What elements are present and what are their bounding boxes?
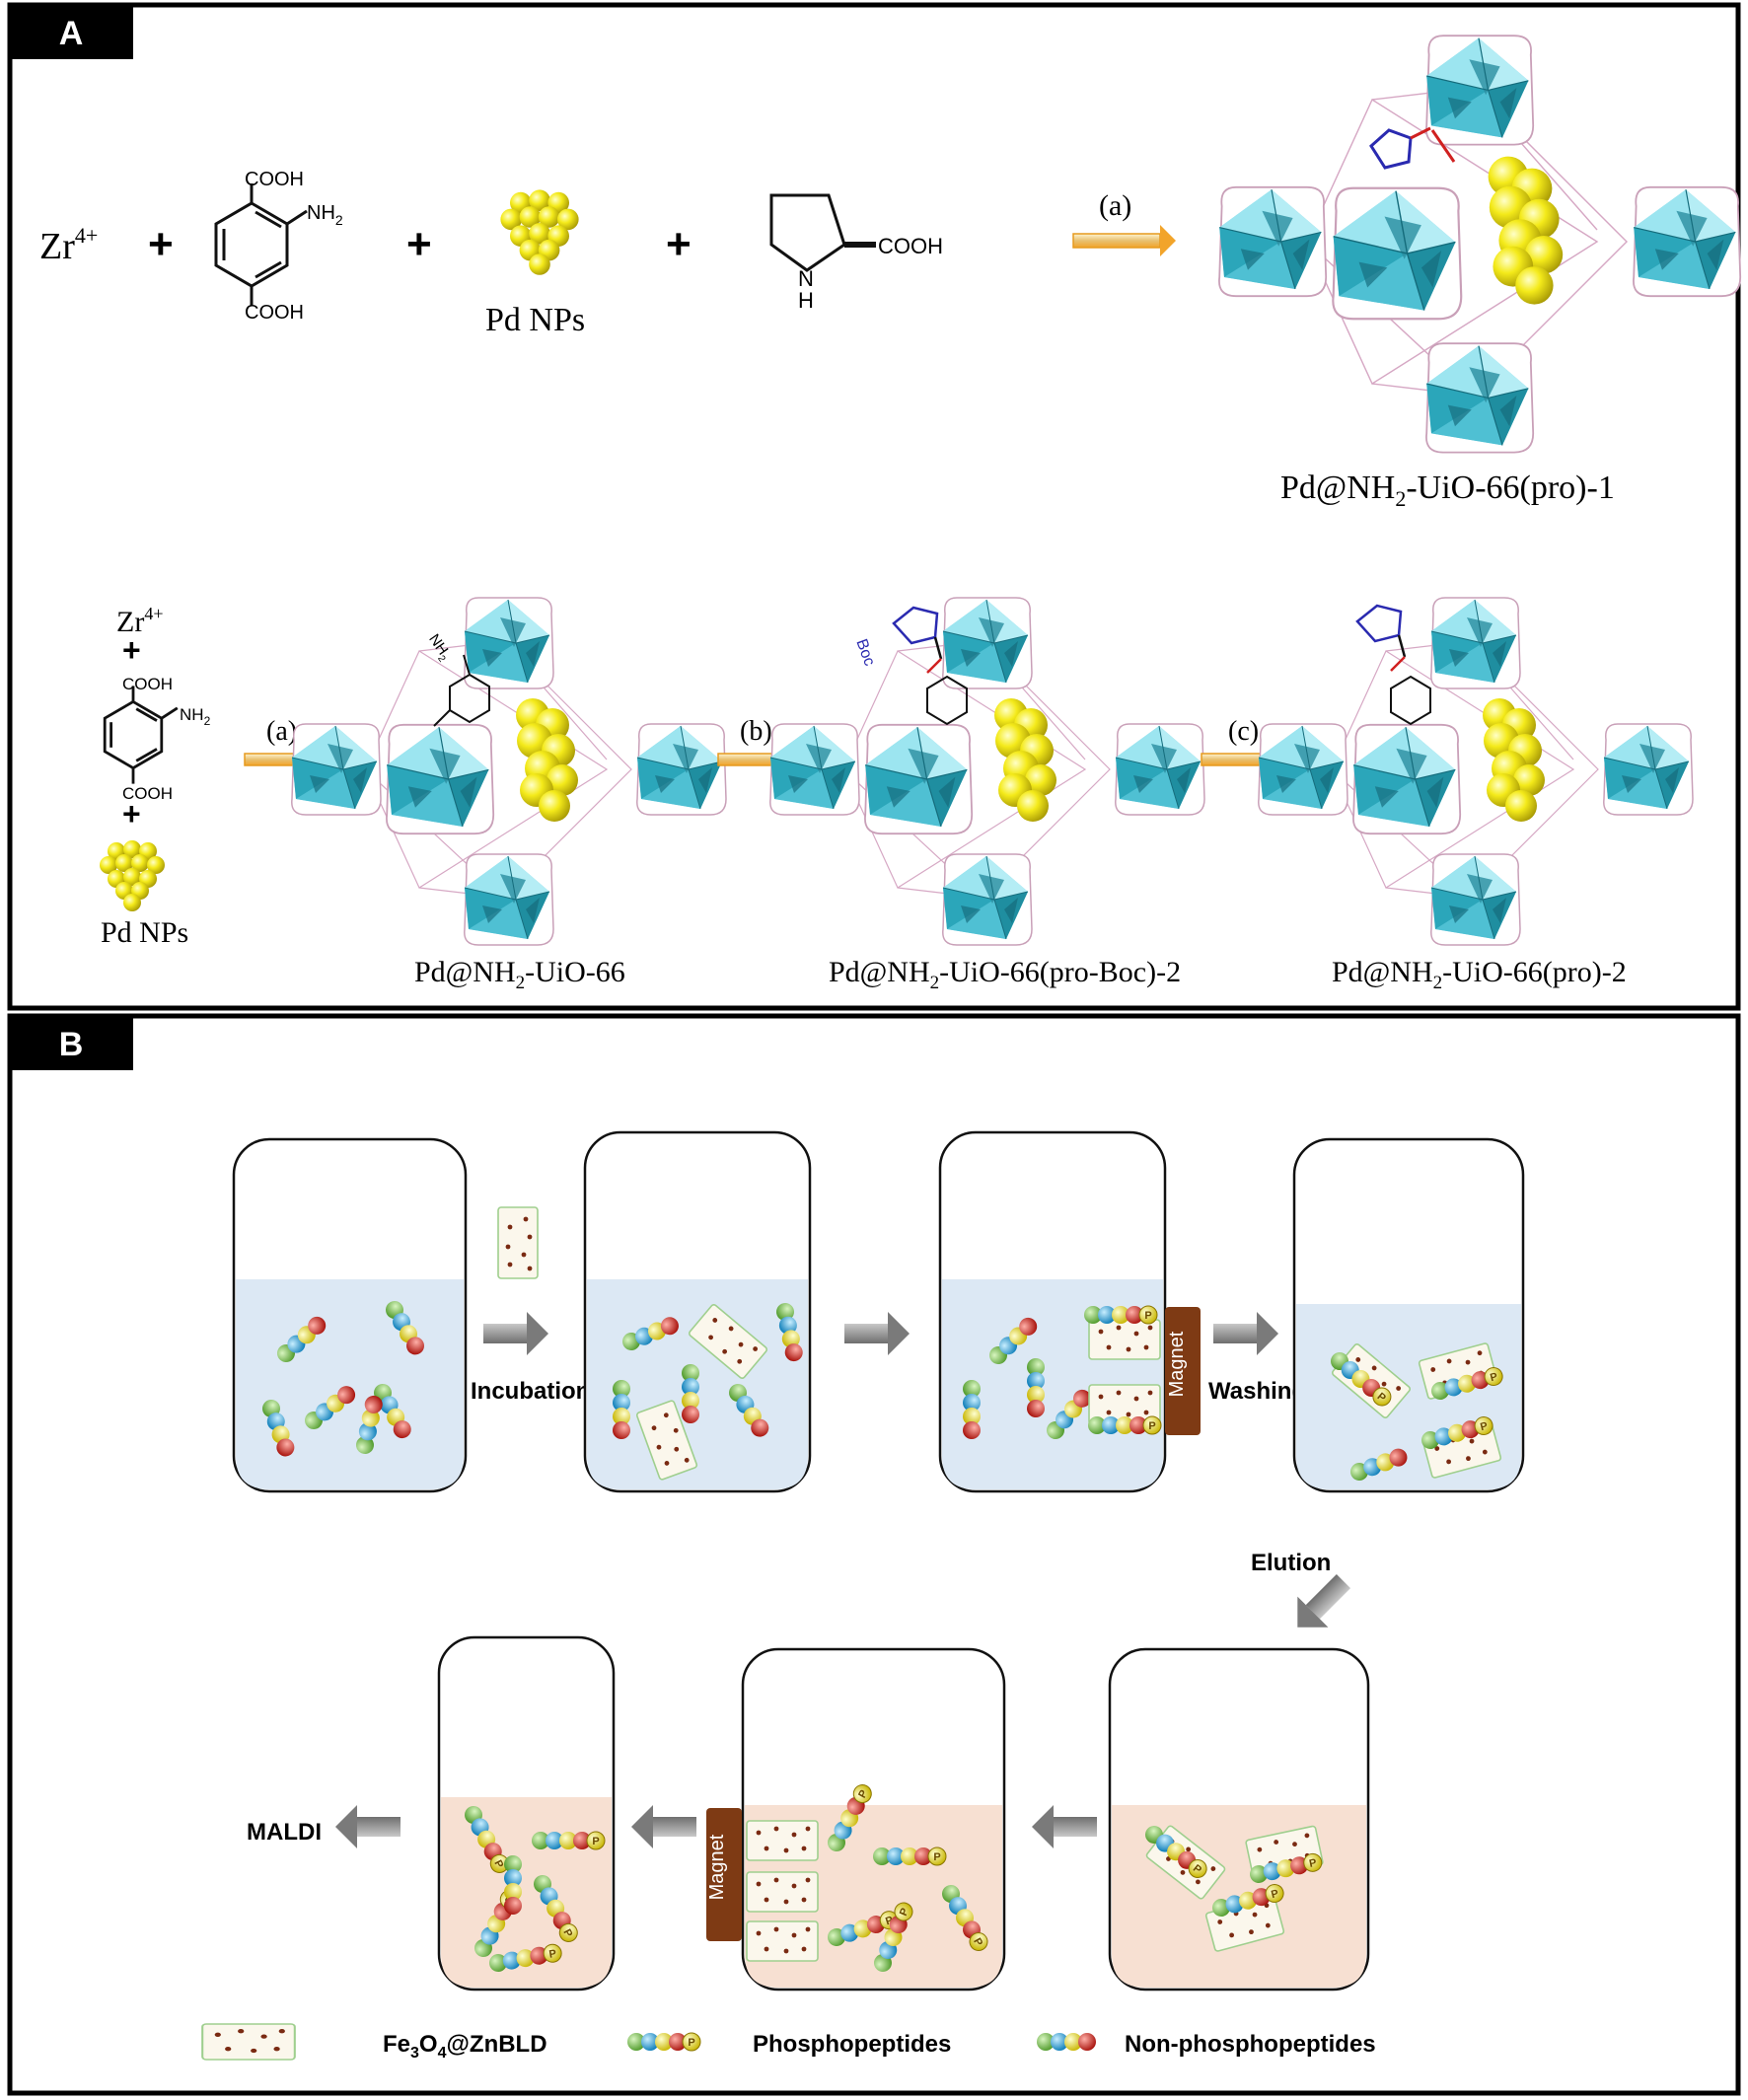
vial-incubation [583, 1130, 812, 1493]
flow-arrow-bottom-1 [1032, 1805, 1097, 1848]
step-a-arrow [1072, 225, 1176, 256]
proline-substituent [1369, 126, 1456, 170]
vial-sample [232, 1137, 468, 1493]
magnet-block [1165, 1307, 1201, 1435]
vial-eluted [1108, 1647, 1370, 1991]
magnet-label-bottom: Magnet [706, 1834, 728, 1900]
panel-a-frame [7, 2, 1741, 1011]
zr-ion-label: Zr4+ [39, 223, 98, 267]
legend-non-phosphopeptides-label: Non-phosphopeptides [1125, 2031, 1376, 2058]
legend-non-phosphopeptide-icon [1037, 2033, 1096, 2051]
proline-structure [769, 193, 876, 272]
plus-sign: + [122, 632, 141, 668]
cooh-top-label-row2: COOH [122, 675, 173, 693]
product-pro-1-label: Pd@NH2-UiO-66(pro)-1 [1280, 470, 1615, 511]
zr-ion-label-row2: Zr4+ [116, 604, 163, 638]
elution-arrow [1297, 1573, 1351, 1628]
proline-n-label: N [798, 266, 814, 291]
boc-proline-substituent [892, 606, 968, 726]
maldi-arrow [335, 1805, 401, 1848]
amine-label-mof: NH2 [423, 631, 455, 665]
proline-h-label: H [798, 288, 814, 313]
magnet-label: Magnet [1166, 1331, 1188, 1397]
magnet-block-bottom [706, 1808, 742, 1941]
pd-uio66-pro-1-framework [1219, 36, 1740, 452]
step-a-label-row2: (a) [266, 716, 297, 747]
vial-supernatant [437, 1635, 616, 1991]
proline-cooh-label: COOH [878, 234, 943, 258]
product-pro-boc-label: Pd@NH2-UiO-66(pro-Boc)-2 [829, 956, 1181, 993]
plus-sign: + [666, 220, 692, 268]
pd-uio66-framework [292, 598, 726, 945]
step-c-label: (c) [1228, 716, 1259, 747]
legend: Fe3O4@ZnBLD Phosphopeptides Non-phosphop… [201, 2022, 1376, 2062]
amino-terephthalic-acid-structure-row2 [103, 686, 179, 784]
legend-fe3o4-znbld-icon [201, 2022, 296, 2062]
panel-b-tag: B [59, 1026, 84, 1063]
flow-arrow-2 [844, 1312, 910, 1355]
amino-terephthalic-acid-structure [214, 183, 308, 306]
legend-fe3o4-znbld-label: Fe3O4@ZnBLD [383, 2031, 547, 2062]
incubation-label: Incubation [471, 1378, 590, 1405]
panel-b-frame [7, 1013, 1741, 2096]
washing-arrow [1213, 1312, 1278, 1355]
pd-nanoparticles-icon-row2 [100, 840, 165, 911]
amine-label: NH2 [307, 202, 343, 228]
proline-substituent-row2 [1355, 604, 1431, 726]
cooh-bottom-label: COOH [245, 302, 304, 324]
maldi-label: MALDI [247, 1819, 322, 1846]
amine-label-row2: NH2 [180, 705, 211, 728]
product-uio66-label: Pd@NH2-UiO-66 [414, 956, 625, 993]
step-b-label: (b) [740, 716, 772, 747]
amine-phenyl-linker [433, 654, 490, 727]
pd-uio66-pro-2-framework [1259, 598, 1693, 945]
vial-magnet-collection [741, 1647, 1006, 1991]
vial-magnet-separation [938, 1130, 1167, 1493]
fe3o4-znbld-addition-icon [497, 1206, 539, 1279]
washing-label: Washing [1208, 1378, 1306, 1405]
cooh-top-label: COOH [245, 169, 304, 190]
legend-phosphopeptides-label: Phosphopeptides [753, 2031, 951, 2058]
flow-arrow-bottom-2 [631, 1805, 696, 1848]
vial-washed [1292, 1137, 1525, 1493]
panel-a-tag: A [59, 15, 84, 52]
plus-sign: + [406, 220, 432, 268]
boc-label: Boc [852, 637, 877, 669]
pd-nps-label: Pd NPs [485, 302, 585, 338]
elution-label: Elution [1251, 1550, 1331, 1576]
pd-nanoparticles-icon [500, 189, 579, 275]
legend-phosphopeptide-icon [627, 2033, 700, 2051]
pd-uio66-pro-boc-2-framework [770, 598, 1204, 945]
incubation-arrow [483, 1312, 548, 1355]
panel-b-tag-box [10, 1016, 133, 1070]
plus-sign: + [148, 220, 174, 268]
step-a-label: (a) [1099, 189, 1131, 222]
plus-sign: + [122, 796, 141, 832]
product-pro-2-label: Pd@NH2-UiO-66(pro)-2 [1332, 956, 1627, 993]
cooh-bottom-label-row2: COOH [122, 784, 173, 803]
panel-a-tag-box [10, 5, 133, 59]
pd-nps-label-row2: Pd NPs [101, 916, 188, 949]
